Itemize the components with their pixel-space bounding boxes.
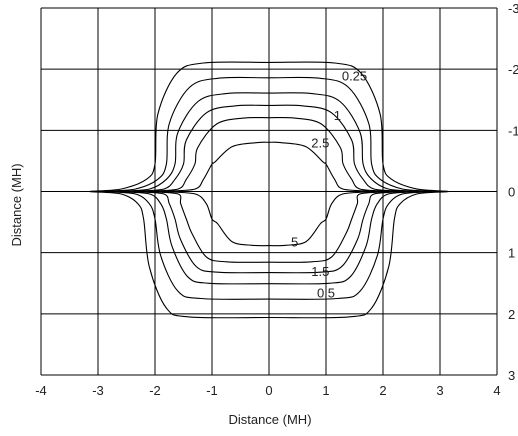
contour-line-0-5	[103, 76, 435, 300]
grid	[40, 7, 498, 376]
contour-label: 0.5	[317, 285, 335, 300]
contour-line-0-25	[88, 61, 450, 319]
x-tick-label: 2	[379, 383, 386, 398]
x-tick-label: 4	[493, 383, 500, 398]
y-tick-label: -3	[508, 1, 518, 16]
y-tick-label: 2	[508, 307, 515, 322]
contour-lines	[88, 61, 450, 319]
x-tick-label: -1	[206, 383, 218, 398]
x-tick-label: 3	[436, 383, 443, 398]
contour-label: 1	[334, 108, 341, 123]
y-tick-labels: -3 -2 -1 0 1 2 3	[508, 1, 518, 383]
x-tick-label: -3	[92, 383, 104, 398]
contour-line-5	[163, 141, 375, 247]
y-tick-label: 0	[508, 185, 515, 200]
x-tick-label: 1	[322, 383, 329, 398]
y-tick-label: 3	[508, 368, 515, 383]
y-tick-label: -2	[508, 62, 518, 77]
contour-line-1-5	[131, 104, 407, 274]
contour-label: 1.5	[311, 264, 329, 279]
contour-label: 5	[291, 235, 298, 250]
x-axis-title: Distance (MH)	[228, 412, 311, 427]
y-axis-title: Distance (MH)	[9, 163, 24, 246]
x-tick-label: -4	[35, 383, 47, 398]
x-tick-label: 0	[265, 383, 272, 398]
x-tick-labels: -4 -3 -2 -1 0 1 2 3 4	[35, 383, 500, 398]
y-tick-label: 1	[508, 246, 515, 261]
contour-line-2-5	[145, 116, 393, 263]
x-tick-label: -2	[149, 383, 161, 398]
contour-line-1	[117, 92, 421, 285]
contour-labels: 0.25 1 2.5 5 1.5 0.5	[291, 68, 367, 300]
contour-label: 2.5	[311, 136, 329, 151]
y-tick-label: -1	[508, 123, 518, 138]
contour-label: 0.25	[342, 68, 367, 83]
